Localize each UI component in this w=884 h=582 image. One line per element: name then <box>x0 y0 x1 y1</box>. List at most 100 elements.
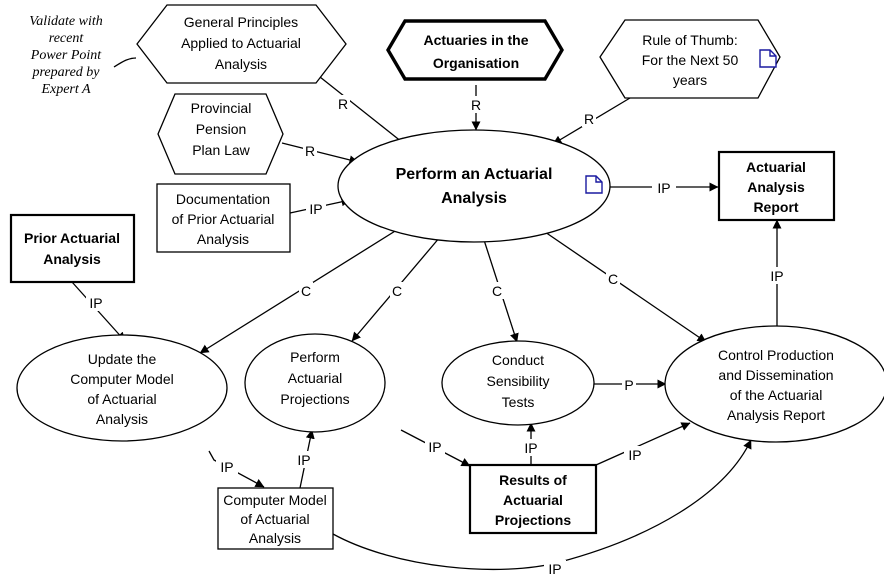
link-label: IP <box>297 452 310 468</box>
node-actuarial-analysis-report[interactable]: Actuarial Analysis Report <box>717 150 836 222</box>
node-line: Actuarial <box>503 492 563 508</box>
node-line: Control Production <box>718 347 834 363</box>
node-line: Analysis <box>43 251 101 267</box>
link-doc-to-perform: IP <box>289 197 351 217</box>
link-label: IP <box>309 201 322 217</box>
link-label: C <box>608 271 618 287</box>
link-perform-to-tests: C <box>483 239 519 343</box>
link-label: IP <box>628 447 641 463</box>
node-general-principles[interactable]: General Principles Applied to Actuarial … <box>136 4 347 84</box>
link-label: R <box>471 97 481 113</box>
node-line: Pension <box>196 121 247 137</box>
node-line: Report <box>753 199 798 215</box>
link-results-to-control: IP <box>595 422 691 466</box>
node-line: Perform <box>290 349 340 365</box>
node-line: Organisation <box>433 55 519 71</box>
node-line: of Prior Actuarial <box>172 211 275 227</box>
node-results-actuarial-projections[interactable]: Results of Actuarial Projections <box>468 463 598 535</box>
link-general-to-perform: R <box>319 76 408 147</box>
node-actuaries-in-organisation[interactable]: Actuaries in the Organisation <box>386 19 564 81</box>
link-label: IP <box>428 439 441 455</box>
link-label: IP <box>548 561 561 577</box>
annotation-line: Power Point <box>30 48 102 63</box>
annotation-line: Expert A <box>40 82 91 97</box>
link-perform-to-projections: C <box>351 236 441 342</box>
node-line: Analysis <box>249 530 301 546</box>
node-line: Results of <box>499 472 567 488</box>
link-perform-to-report: IP <box>608 179 719 196</box>
node-documentation-prior-analysis[interactable]: Documentation of Prior Actuarial Analysi… <box>156 183 291 253</box>
link-label: IP <box>220 459 233 475</box>
node-line: Computer Model <box>70 371 174 387</box>
node-line: Actuaries in the <box>423 32 528 48</box>
link-label: P <box>624 377 633 393</box>
node-line: years <box>673 72 707 88</box>
node-line: For the Next 50 <box>642 52 739 68</box>
node-line: and Dissemination <box>718 367 833 383</box>
link-model-to-control: IP <box>332 439 752 577</box>
link-stub-to-results: IP <box>400 429 471 467</box>
link-prior-to-update: IP <box>71 281 126 342</box>
node-line: Perform an Actuarial <box>396 166 553 183</box>
link-label: R <box>338 96 348 112</box>
node-line: Tests <box>502 394 535 410</box>
node-rule-of-thumb[interactable]: Rule of Thumb: For the Next 50 years <box>599 19 781 99</box>
node-line: of Actuarial <box>240 511 309 527</box>
node-line: Provincial <box>191 100 252 116</box>
link-results-to-tests: IP <box>521 422 541 465</box>
link-stub-to-model: IP <box>208 450 265 488</box>
link-control-to-report: IP <box>767 219 787 327</box>
node-update-computer-model[interactable]: Update the Computer Model of Actuarial A… <box>16 334 228 442</box>
validation-annotation: Validate with recent Power Point prepare… <box>29 14 137 97</box>
document-icon <box>585 175 603 194</box>
node-line: Actuarial <box>288 370 342 386</box>
node-line: of Actuarial <box>87 391 156 407</box>
link-label: C <box>492 283 502 299</box>
node-line: Analysis <box>441 190 507 207</box>
link-label: IP <box>770 268 783 284</box>
link-rule-to-perform: R <box>552 97 631 145</box>
link-actuaries-to-perform: R <box>469 85 483 131</box>
node-line: Conduct <box>492 352 544 368</box>
node-line: Actuarial <box>746 159 806 175</box>
annotation-connector <box>113 57 137 68</box>
node-line: Projections <box>280 391 349 407</box>
node-conduct-sensibility-tests[interactable]: Conduct Sensibility Tests <box>441 340 595 426</box>
link-label: IP <box>89 295 102 311</box>
node-line: Documentation <box>176 191 270 207</box>
link-label: C <box>392 283 402 299</box>
link-model-to-projections: IP <box>294 429 315 489</box>
annotation-line: Validate with <box>29 14 103 29</box>
link-label: R <box>584 111 594 127</box>
node-line: Analysis <box>197 231 249 247</box>
node-line: of the Actuarial <box>730 387 823 403</box>
node-control-production-dissemination[interactable]: Control Production and Dissemination of … <box>664 325 884 443</box>
node-provincial-pension-plan-law[interactable]: Provincial Pension Plan Law <box>157 93 284 175</box>
node-line: Analysis <box>215 56 267 72</box>
node-line: Prior Actuarial <box>24 230 120 246</box>
node-computer-model[interactable]: Computer Model of Actuarial Analysis <box>217 487 334 550</box>
link-label: C <box>301 283 311 299</box>
node-line: Analysis <box>747 179 805 195</box>
node-line: Analysis Report <box>727 407 825 423</box>
link-tests-to-control: P <box>594 376 667 393</box>
node-line: General Principles <box>184 14 298 30</box>
document-icon <box>759 49 777 68</box>
node-line: Rule of Thumb: <box>642 32 737 48</box>
link-label: R <box>305 143 315 159</box>
node-line: Computer Model <box>223 492 327 508</box>
node-perform-actuarial-analysis[interactable]: Perform an Actuarial Analysis <box>337 129 611 243</box>
node-line: Projections <box>495 512 571 528</box>
node-line: Sensibility <box>486 373 549 389</box>
annotation-line: recent <box>49 31 85 46</box>
link-label: IP <box>657 180 670 196</box>
node-line: Applied to Actuarial <box>181 35 301 51</box>
annotation-line: prepared by <box>32 65 101 80</box>
node-line: Update the <box>88 351 157 367</box>
node-line: Plan Law <box>192 142 250 158</box>
node-perform-actuarial-projections[interactable]: Perform Actuarial Projections <box>244 333 386 433</box>
link-perform-to-update: C <box>199 227 401 354</box>
node-prior-actuarial-analysis[interactable]: Prior Actuarial Analysis <box>9 213 136 284</box>
